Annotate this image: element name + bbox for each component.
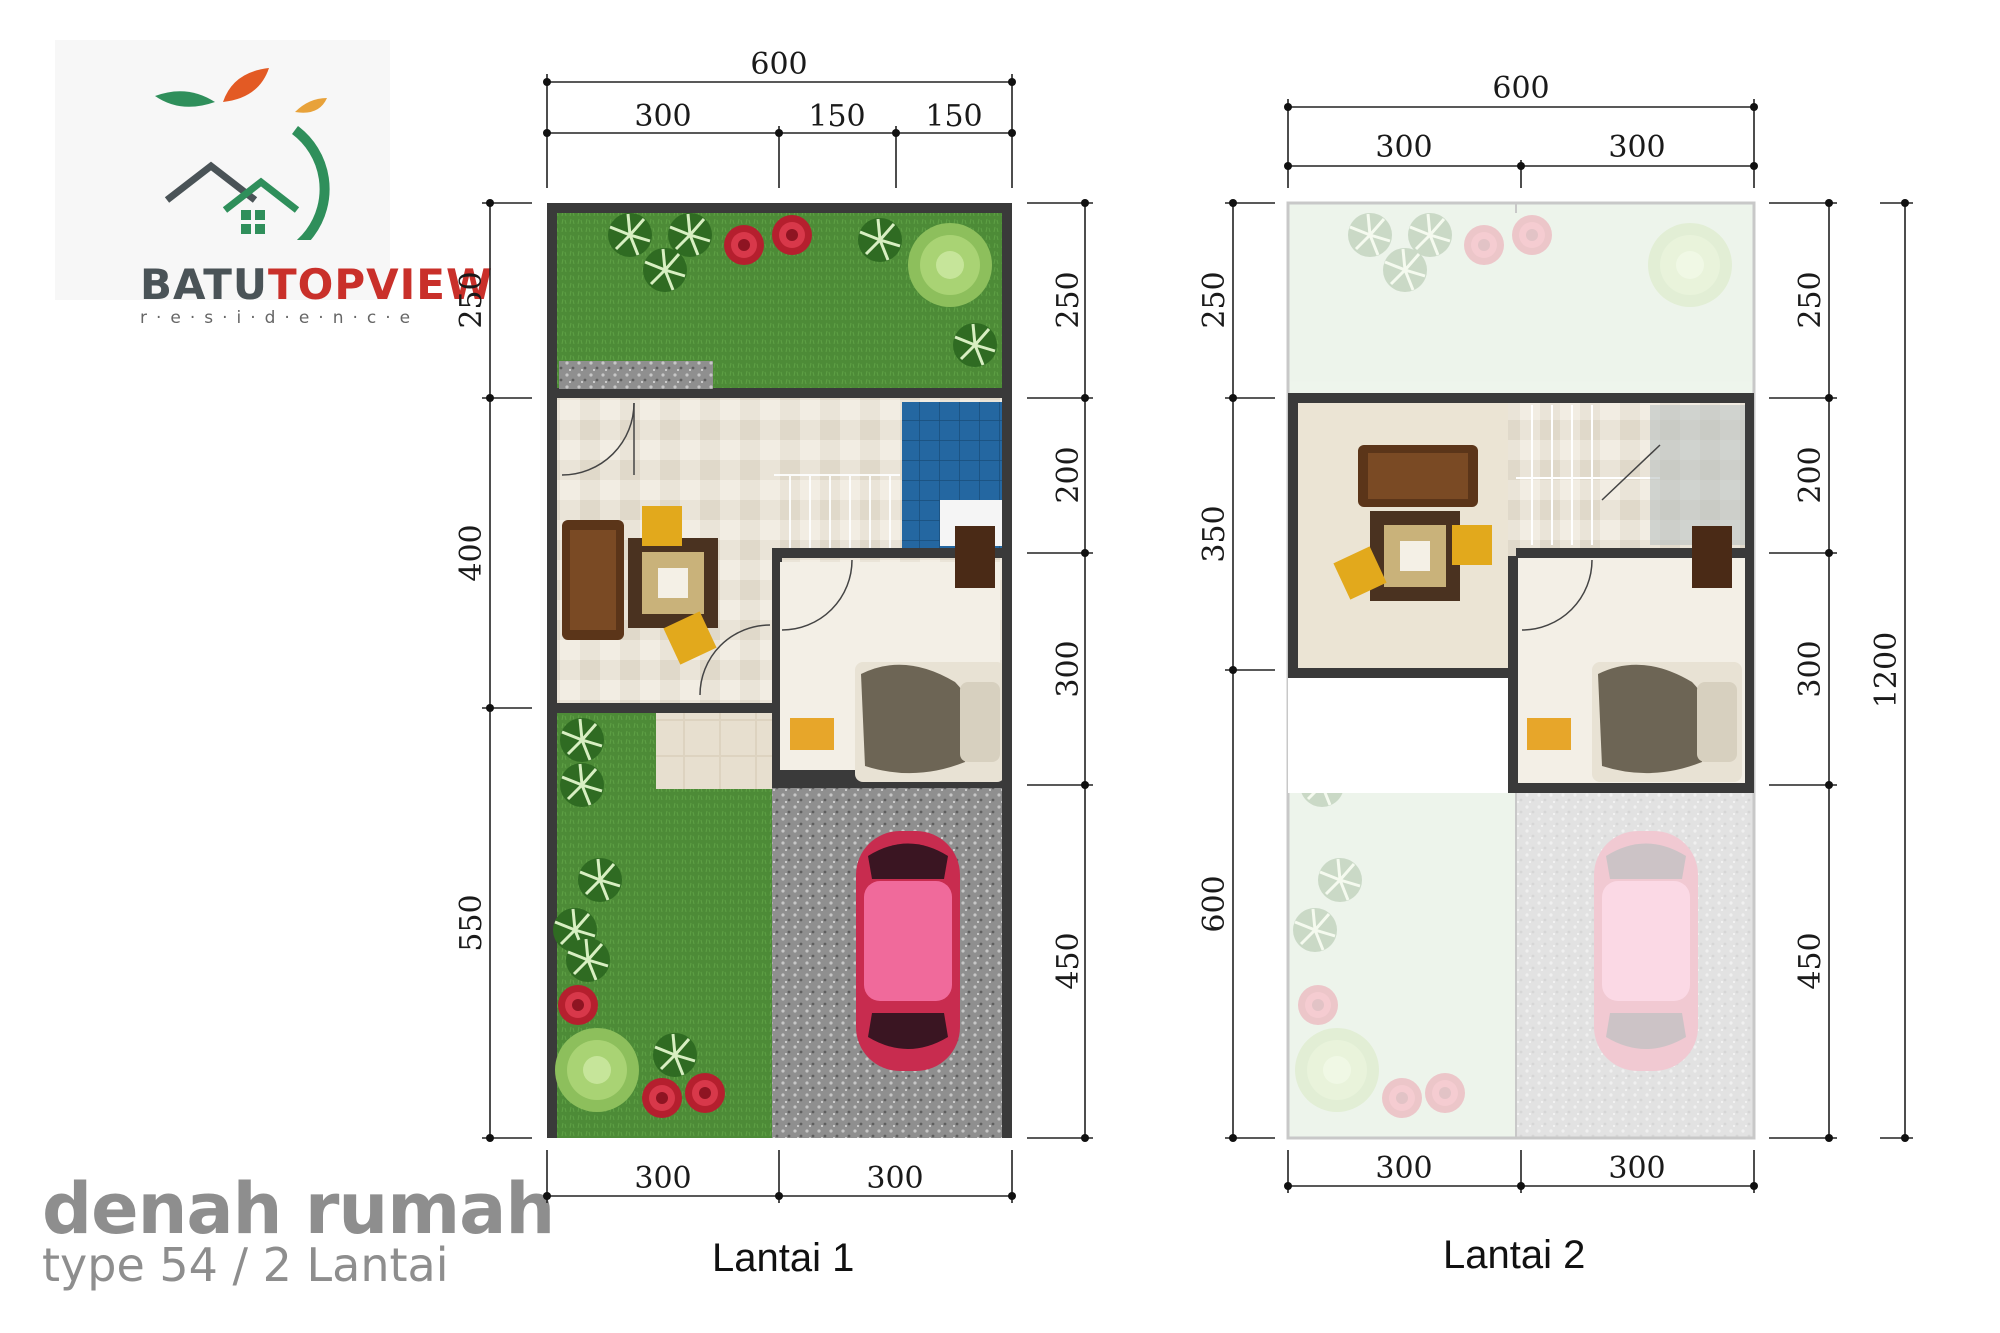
dim-top-part: 300 bbox=[634, 99, 691, 134]
floor-1-plan: 600 300 150 150 250 400 550 250 200 300 … bbox=[454, 47, 1093, 1203]
dim-right: 300 bbox=[1793, 640, 1828, 697]
dim-bottom: 300 bbox=[634, 1161, 691, 1196]
dim-left: 250 bbox=[1197, 271, 1232, 328]
dim-left: 250 bbox=[454, 271, 489, 328]
floor-2-plan: 600 300 300 250 350 600 250 200 300 450 … bbox=[1197, 71, 1913, 1193]
dim-right: 450 bbox=[1793, 932, 1828, 989]
caption-subtitle: type 54 / 2 Lantai bbox=[42, 1238, 449, 1292]
caption-title: denah rumah bbox=[42, 1168, 555, 1250]
dim-top-part: 300 bbox=[1608, 130, 1665, 165]
dim-top-part: 150 bbox=[808, 99, 865, 134]
dim-top-part: 300 bbox=[1375, 130, 1432, 165]
dim-left: 550 bbox=[454, 894, 489, 951]
logo-subtitle: r·e·s·i·d·e·n·c·e bbox=[140, 308, 420, 328]
dim-right: 250 bbox=[1051, 271, 1086, 328]
dim-left: 400 bbox=[454, 524, 489, 581]
dim-left: 350 bbox=[1197, 505, 1232, 562]
dim-bottom: 300 bbox=[1608, 1151, 1665, 1186]
dim-right: 300 bbox=[1051, 640, 1086, 697]
dim-right-total: 1200 bbox=[1869, 632, 1904, 708]
dim-right: 250 bbox=[1793, 271, 1828, 328]
dim-top-part: 150 bbox=[925, 99, 982, 134]
logo-name: BATUTOPVIEW bbox=[140, 260, 494, 309]
dim-left: 600 bbox=[1197, 875, 1232, 932]
logo: BATUTOPVIEW r·e·s·i·d·e·n·c·e bbox=[55, 40, 492, 328]
dim-top-total: 600 bbox=[750, 47, 807, 82]
logo-emblem-icon bbox=[155, 68, 330, 240]
floor-1-label: Lantai 1 bbox=[712, 1236, 855, 1280]
dim-bottom: 300 bbox=[1375, 1151, 1432, 1186]
dim-bottom: 300 bbox=[866, 1161, 923, 1196]
dim-right: 200 bbox=[1051, 446, 1086, 503]
dim-top-total: 600 bbox=[1492, 71, 1549, 106]
floor-2-label: Lantai 2 bbox=[1443, 1233, 1586, 1277]
dim-right: 450 bbox=[1051, 932, 1086, 989]
dim-right: 200 bbox=[1793, 446, 1828, 503]
